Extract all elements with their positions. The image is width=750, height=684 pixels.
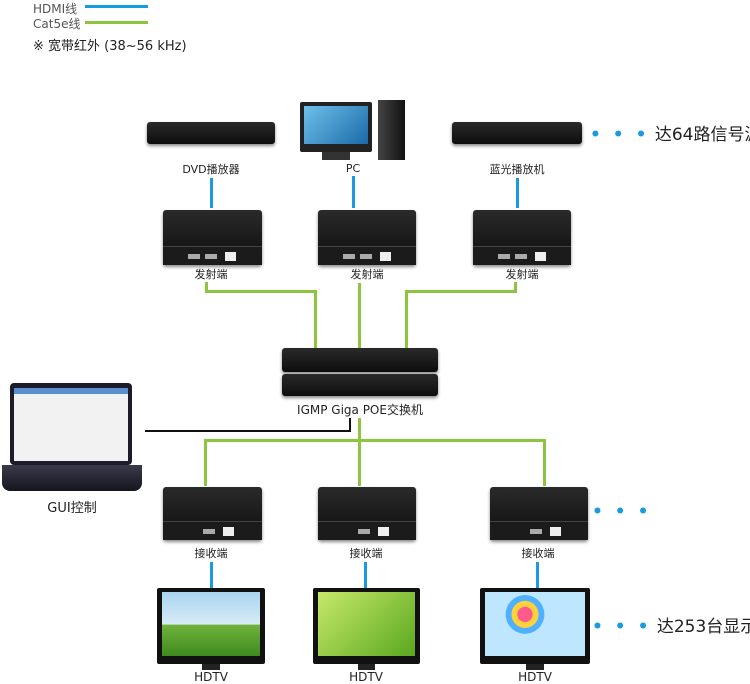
legend-cat5e-line bbox=[85, 21, 148, 24]
pc-tower-icon bbox=[378, 100, 405, 160]
transmitter-icon bbox=[318, 210, 416, 265]
hdtv-label: HDTV bbox=[194, 670, 228, 684]
pc-monitor-icon bbox=[300, 102, 372, 152]
dvd-player-icon bbox=[147, 122, 275, 144]
hdtv-label: HDTV bbox=[349, 670, 383, 684]
ellipsis: • • • bbox=[592, 617, 652, 637]
source-label: PC bbox=[345, 162, 361, 175]
transmitter-icon bbox=[473, 210, 571, 265]
legend-cat5e-label: Cat5e线 bbox=[33, 17, 81, 31]
pc-stand bbox=[322, 152, 350, 160]
receiver-label: 接收端 bbox=[521, 547, 555, 560]
bluray-player-icon bbox=[452, 122, 582, 144]
cat5e-line bbox=[314, 290, 317, 348]
switch-icon bbox=[282, 374, 438, 396]
cat5e-line bbox=[205, 282, 208, 292]
cat5e-line bbox=[204, 439, 207, 486]
displays-note: • • • 达253台显示器 bbox=[592, 612, 750, 637]
cat5e-line bbox=[204, 439, 546, 442]
cat5e-line bbox=[358, 283, 361, 348]
transmitter-label: 发射端 bbox=[505, 268, 539, 281]
transmitter-label: 发射端 bbox=[350, 268, 384, 281]
hdmi-line bbox=[210, 178, 213, 208]
hdtv-icon bbox=[313, 588, 420, 670]
cat5e-line bbox=[205, 290, 317, 293]
cat5e-line bbox=[358, 418, 361, 486]
legend-hdmi-line bbox=[85, 5, 148, 8]
switch-label: IGMP Giga POE交换机 bbox=[297, 403, 423, 417]
hdmi-line bbox=[516, 178, 519, 208]
hdmi-line bbox=[364, 562, 367, 590]
source-label: DVD播放器 bbox=[182, 163, 240, 176]
laptop-icon bbox=[10, 383, 132, 465]
laptop-keyboard bbox=[2, 465, 142, 491]
gui-label: GUI控制 bbox=[47, 501, 97, 516]
receiver-label: 接收端 bbox=[349, 547, 383, 560]
cat5e-line bbox=[405, 290, 408, 348]
receiver-icon bbox=[163, 487, 262, 540]
switch-icon bbox=[282, 348, 438, 372]
legend-ir: ※ 宽带红外 (38~56 kHz) bbox=[33, 39, 187, 54]
sources-note-text: 达64路信号源 bbox=[654, 125, 750, 145]
transmitter-label: 发射端 bbox=[194, 268, 228, 281]
sources-note: • • • 达64路信号源 bbox=[590, 120, 750, 145]
hdtv-label: HDTV bbox=[518, 670, 552, 684]
ellipsis: • • • bbox=[592, 502, 652, 522]
hdtv-icon bbox=[480, 588, 590, 670]
cat5e-line bbox=[405, 290, 517, 293]
ellipsis: • • • bbox=[590, 125, 650, 145]
receiver-icon bbox=[490, 487, 588, 540]
cat5e-line bbox=[514, 282, 517, 292]
hdtv-icon bbox=[157, 588, 265, 670]
receiver-icon bbox=[318, 487, 416, 540]
legend-hdmi-label: HDMI线 bbox=[33, 2, 78, 16]
source-label: 蓝光播放机 bbox=[489, 163, 545, 176]
receiver-label: 接收端 bbox=[194, 547, 228, 560]
hdmi-line bbox=[210, 562, 213, 590]
hdmi-line bbox=[352, 176, 355, 208]
hdmi-line bbox=[536, 562, 539, 590]
control-line bbox=[145, 430, 350, 432]
cat5e-line bbox=[543, 439, 546, 486]
control-line bbox=[349, 418, 351, 432]
displays-note-text: 达253台显示器 bbox=[656, 617, 750, 637]
transmitter-icon bbox=[163, 210, 262, 265]
